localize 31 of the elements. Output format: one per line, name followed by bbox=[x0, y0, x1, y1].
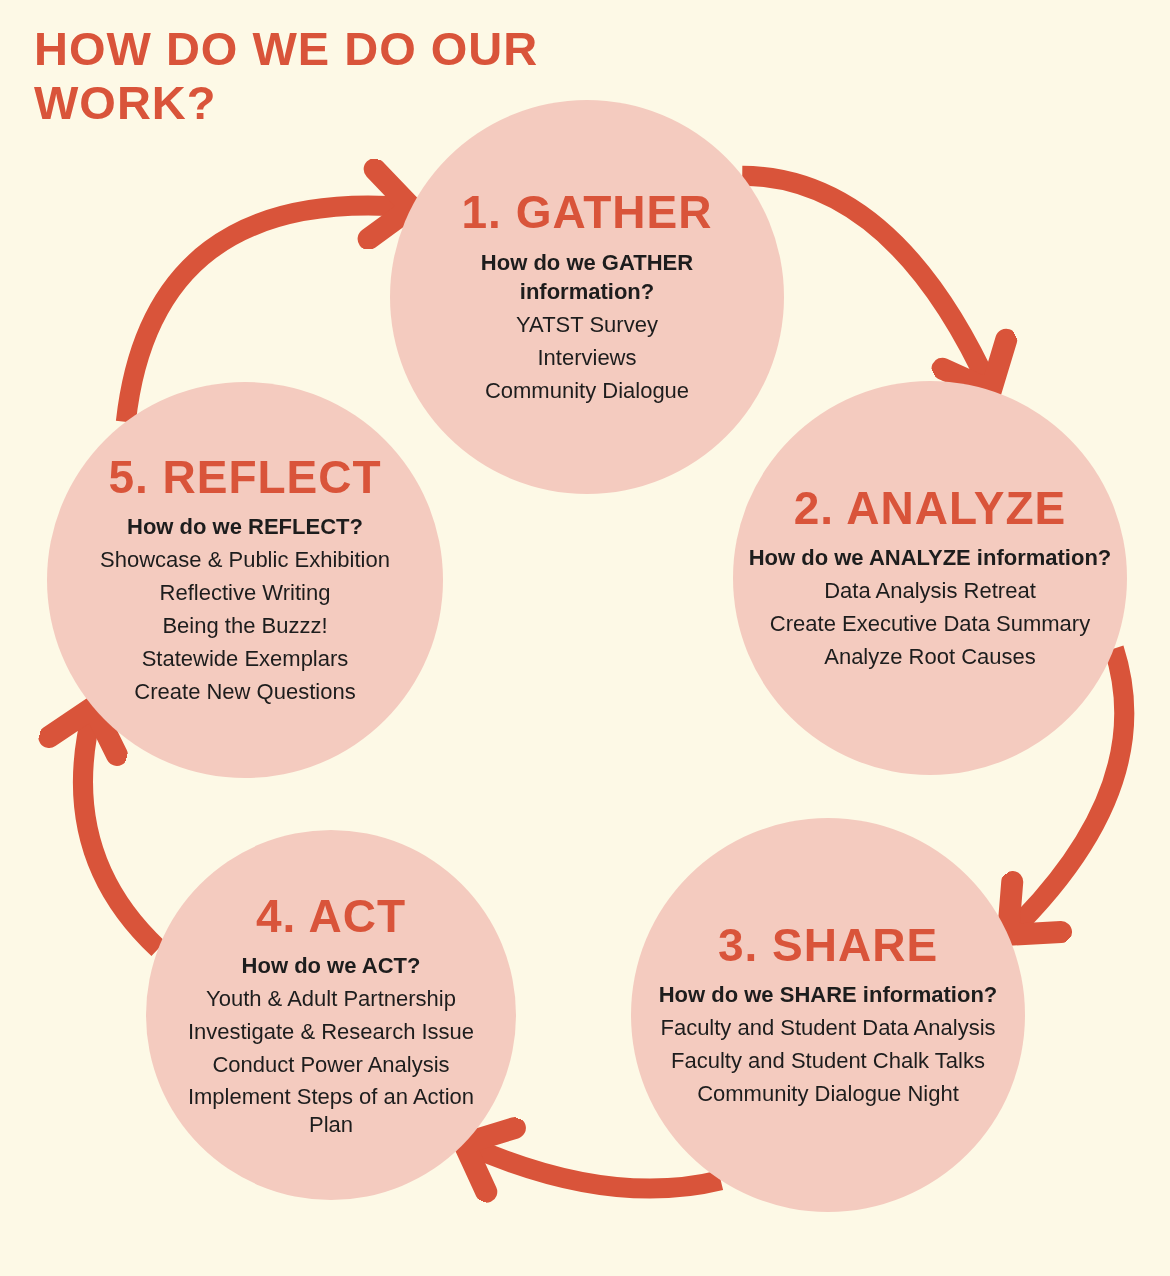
activity-text: Being the Buzzz! bbox=[162, 612, 328, 641]
step-question: How do we ACT? bbox=[241, 952, 421, 981]
activity-text: Investigate & Research Issue bbox=[187, 1018, 475, 1047]
activity-text: Create Executive Data Summary bbox=[769, 610, 1091, 639]
activity-text: Implement Steps of an Action Plan bbox=[186, 1083, 476, 1140]
step-question: How do we SHARE information? bbox=[658, 981, 998, 1010]
cycle-arrow bbox=[453, 1115, 723, 1203]
step-question: How do we GATHER information? bbox=[479, 248, 695, 306]
step-heading: 3. SHARE bbox=[717, 919, 939, 971]
activity-text: Showcase & Public Exhibition bbox=[100, 546, 390, 575]
step-heading: 4. ACT bbox=[256, 890, 406, 942]
activity-text: Data Analysis Retreat bbox=[824, 577, 1036, 606]
activity-text: Conduct Power Analysis bbox=[212, 1051, 450, 1080]
step-question: How do we REFLECT? bbox=[127, 513, 363, 542]
activity-text: Faculty and Student Data Analysis bbox=[660, 1014, 996, 1043]
step-heading: 1. GATHER bbox=[461, 187, 713, 238]
activity-text: YATST Survey bbox=[516, 310, 658, 339]
activity-text: Youth & Adult Partnership bbox=[206, 985, 456, 1014]
activity-text: Community Dialogue Night bbox=[697, 1080, 959, 1109]
activity-text: Analyze Root Causes bbox=[824, 643, 1036, 672]
activity-text: Community Dialogue bbox=[484, 376, 690, 405]
activity-text: Statewide Exemplars bbox=[141, 645, 349, 674]
step-heading: 5. REFLECT bbox=[108, 451, 382, 503]
step-question: How do we ANALYZE information? bbox=[748, 544, 1112, 573]
activity-text: Create New Questions bbox=[134, 678, 356, 707]
activity-text: Faculty and Student Chalk Talks bbox=[671, 1047, 985, 1076]
diagram-title: HOW DO WE DO OUR WORK? bbox=[34, 22, 540, 130]
cycle-arrow bbox=[996, 646, 1135, 946]
step-heading: 2. ANALYZE bbox=[793, 482, 1067, 534]
activity-text: Reflective Writing bbox=[159, 579, 331, 608]
activity-text: Interviews bbox=[537, 343, 637, 372]
